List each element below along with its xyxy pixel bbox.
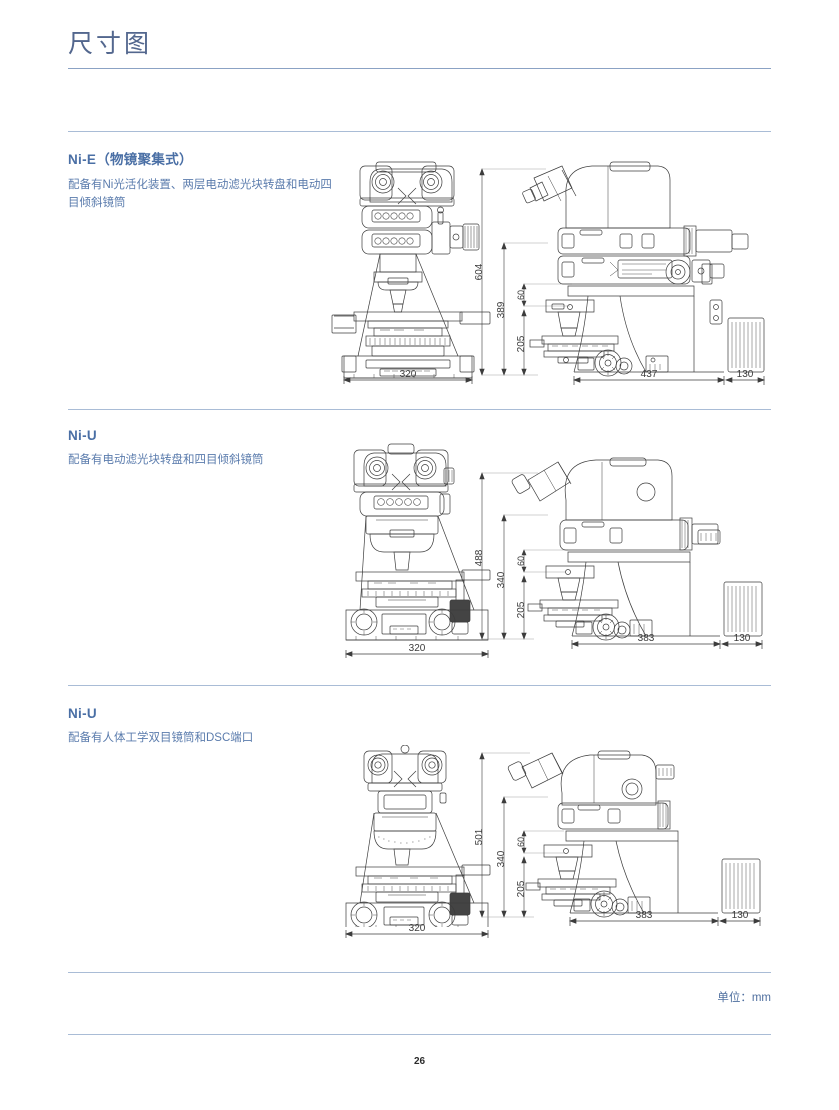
section-divider-1 — [68, 131, 771, 132]
footer-divider — [68, 972, 771, 973]
dim-label-base-to-stage: 205 — [516, 335, 527, 352]
dim-label-objective-gap: 60 — [516, 556, 526, 566]
unit-note: 单位：mm — [717, 992, 771, 1004]
section-description-ni-u-motorized: 配备有电动滤光块转盘和四目倾斜镜筒 — [68, 454, 264, 466]
section-title-ni-e: Ni-E（物镜聚集式） — [68, 152, 193, 167]
dim-label-body-depth: 383 — [638, 633, 655, 644]
dim-label-objective-gap: 60 — [516, 837, 526, 847]
dim-label-rear-depth: 130 — [737, 369, 754, 380]
dim-label-front-width: 320 — [409, 923, 426, 934]
section-divider-3 — [68, 685, 771, 686]
dim-label-stage-to-top: 340 — [496, 850, 507, 867]
drawing-ni-u-ergonomic-front-view: 320 — [332, 745, 522, 938]
drawing-ni-u-motorized-side-view: 488 340 60 — [470, 440, 770, 652]
section-description-ni-u-ergonomic: 配备有人体工学双目镜筒和DSC端口 — [68, 732, 254, 744]
dim-label-body-depth: 383 — [636, 910, 653, 921]
dim-label-total-height: 501 — [474, 828, 485, 845]
drawing-ni-u-motorized-front-view: 320 — [332, 440, 522, 658]
section-title-ni-u-motorized: Ni-U — [68, 428, 97, 443]
page-title: 尺寸图 — [68, 29, 153, 58]
dim-label-rear-depth: 130 — [734, 633, 751, 644]
page-number: 26 — [413, 1056, 426, 1067]
section-divider-2 — [68, 409, 771, 410]
dim-label-stage-to-top: 340 — [496, 571, 507, 588]
dim-label-rear-depth: 130 — [732, 910, 749, 921]
dim-label-base-to-stage: 205 — [516, 601, 527, 618]
section-title-ni-u-ergonomic: Ni-U — [68, 706, 97, 721]
header-divider — [68, 68, 771, 69]
dim-label-front-width: 320 — [409, 643, 426, 654]
dim-label-total-height: 488 — [474, 549, 485, 566]
drawing-ni-e-front-view: 320 — [322, 160, 522, 385]
drawing-ni-u-ergonomic-side-view: 501 340 60 — [470, 745, 770, 930]
dim-label-base-to-stage: 205 — [516, 880, 527, 897]
drawing-ni-e-side-view: 604 389 60 — [470, 160, 770, 388]
bottom-divider — [68, 1034, 771, 1035]
dim-label-body-depth: 437 — [641, 369, 658, 380]
dim-label-objective-gap: 60 — [516, 290, 526, 300]
dim-label-stage-to-top: 389 — [496, 301, 507, 318]
dim-label-front-width: 320 — [400, 369, 417, 380]
dim-label-total-height: 604 — [474, 263, 485, 280]
section-description-ni-e: 配备有Ni光活化装置、两层电动滤光块转盘和电动四目倾斜镜筒 — [68, 179, 332, 209]
